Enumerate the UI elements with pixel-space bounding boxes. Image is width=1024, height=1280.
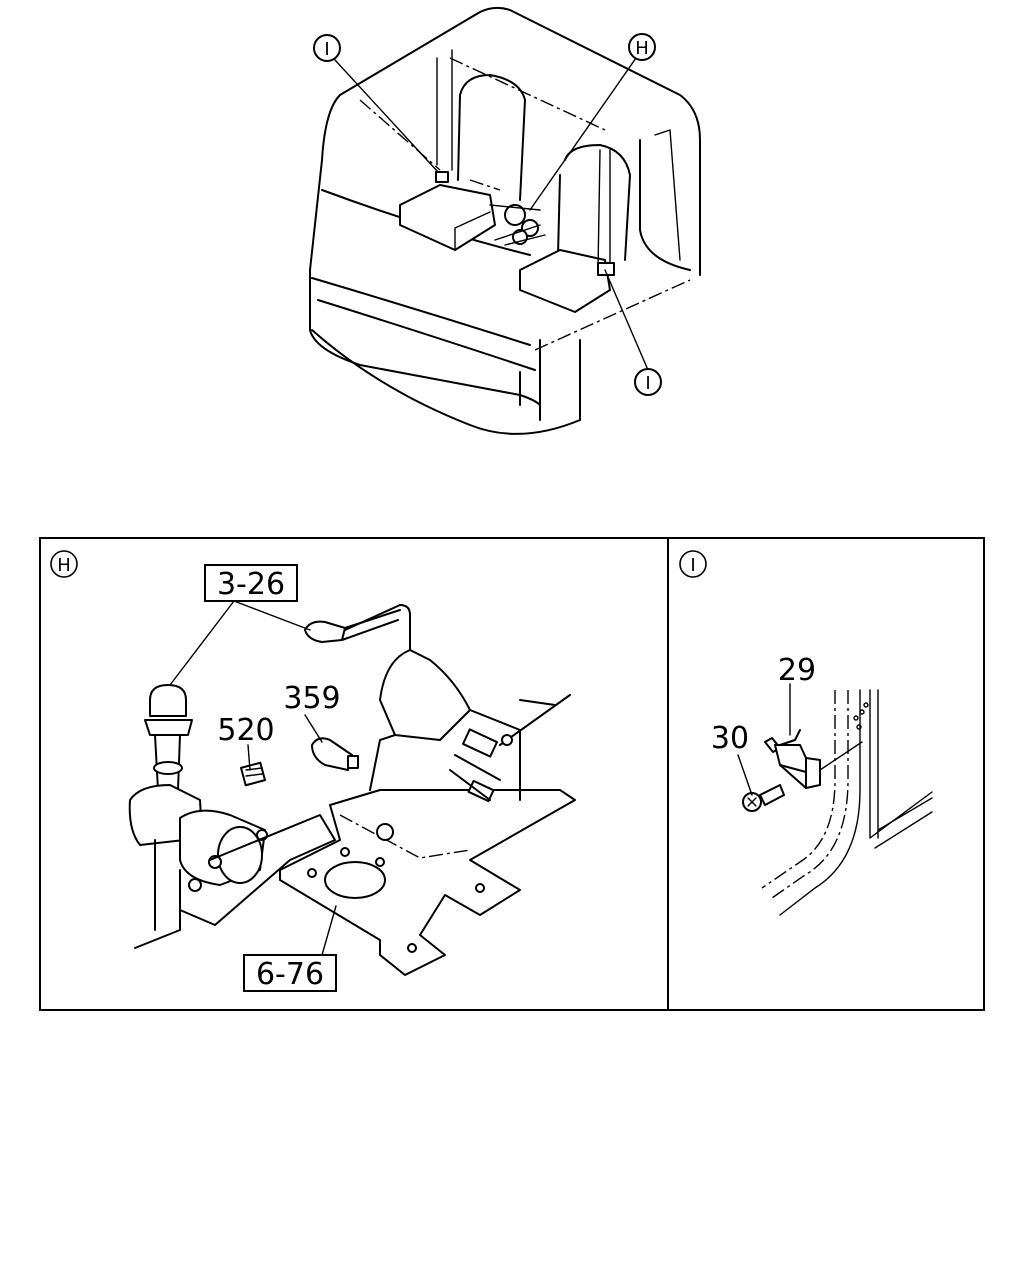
detail-panel-i: I 29 30 bbox=[679, 550, 933, 916]
part-number-520: 520 bbox=[217, 713, 274, 748]
part-number-359: 359 bbox=[283, 681, 340, 716]
part-ref-label: 6-76 bbox=[256, 957, 324, 992]
detail-panel-h: H bbox=[50, 550, 576, 992]
panel-letter: H bbox=[57, 555, 71, 576]
callout-letter: I bbox=[645, 373, 650, 394]
part-ref-box-6-76[interactable]: 6-76 bbox=[243, 954, 337, 992]
callout-letter: H bbox=[635, 38, 649, 59]
overview-callout-i-left[interactable]: I bbox=[313, 34, 341, 62]
callout-letter: I bbox=[324, 39, 329, 60]
part-number-29: 29 bbox=[778, 653, 816, 688]
detail-frame bbox=[39, 537, 985, 1011]
part-number-30: 30 bbox=[711, 721, 749, 756]
panel-i-callout: I bbox=[679, 550, 707, 578]
left-control-valve-illustration bbox=[128, 684, 336, 949]
part-ref-box-3-26[interactable]: 3-26 bbox=[204, 564, 298, 602]
panel-letter: I bbox=[690, 555, 695, 576]
overview-callout-h[interactable]: H bbox=[628, 33, 656, 61]
part-ref-label: 3-26 bbox=[217, 567, 285, 602]
valve-bracket-illustration bbox=[279, 604, 576, 976]
panel-h-callout: H bbox=[50, 550, 78, 578]
cab-overview-illustration bbox=[309, 6, 701, 435]
seat-side-frame-illustration bbox=[761, 689, 933, 916]
control-valve-cluster bbox=[469, 179, 546, 246]
overview-callout-i-right[interactable]: I bbox=[634, 368, 662, 396]
belt-bracket-illustration bbox=[742, 729, 863, 812]
